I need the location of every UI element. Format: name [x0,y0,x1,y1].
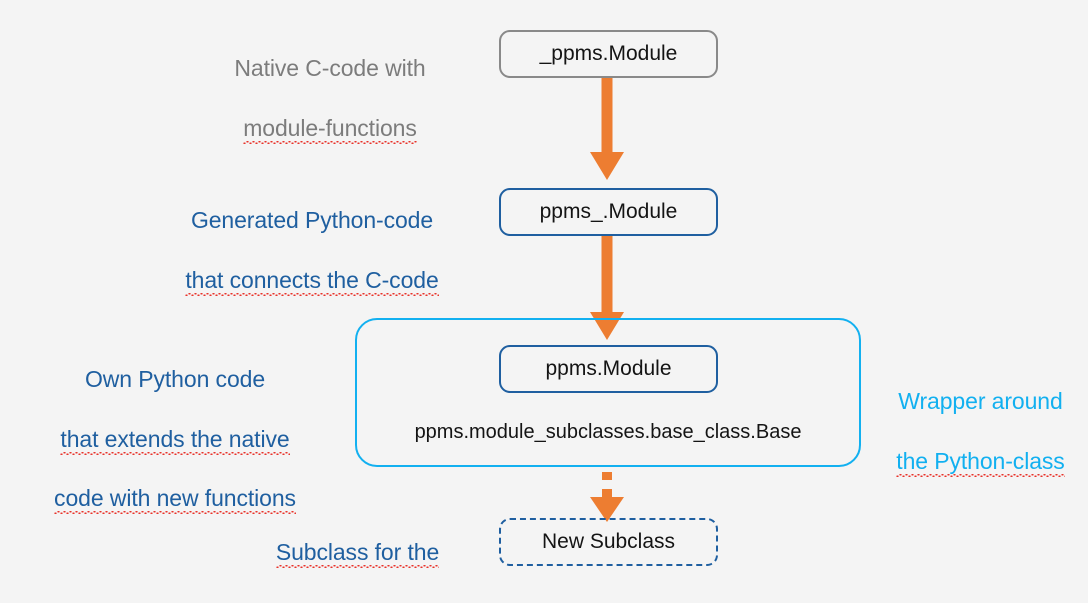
arrow-native-to-generated [590,78,624,180]
label-subclass-for-wrapper-line1: Subclass for the [240,538,475,568]
label-own-python-code-line3: code with new functions [10,484,340,514]
base-class-path-text: ppms.module_subclasses.base_class.Base [414,421,802,443]
node-wrapper-ppms-module[interactable]: ppms.Module [499,345,718,393]
label-subclass-for-wrapper: Subclass for the wrapper-class [240,508,475,603]
node-new-subclass[interactable]: New Subclass [499,518,718,566]
label-generated-python: Generated Python-code that connects the … [152,176,472,325]
node-native-ppms-module[interactable]: _ppms.Module [499,30,718,78]
label-own-python-code-line1: Own Python code [84,365,266,392]
label-generated-python-line2: that connects the C-code [152,266,472,296]
label-native-c-code-line1: Native C-code with [234,54,426,81]
label-native-c-code: Native C-code with module-functions [180,24,480,173]
label-own-python-code-line2: that extends the native [10,425,340,455]
label-own-python-code: Own Python code that extends the native … [10,335,340,544]
wrapper-container-box[interactable] [355,318,861,467]
arrow-wrapper-to-subclass [590,472,624,522]
label-wrapper-around-line1: Wrapper around [898,387,1063,414]
label-wrapper-around: Wrapper around the Python-class [873,357,1088,506]
label-subclass-for-wrapper-line2: wrapper-class [240,598,475,603]
label-wrapper-around-line2: the Python-class [873,447,1088,477]
node-generated-ppms-module[interactable]: ppms_.Module [499,188,718,236]
label-native-c-code-line2: module-functions [180,114,480,144]
label-generated-python-line1: Generated Python-code [190,206,434,233]
